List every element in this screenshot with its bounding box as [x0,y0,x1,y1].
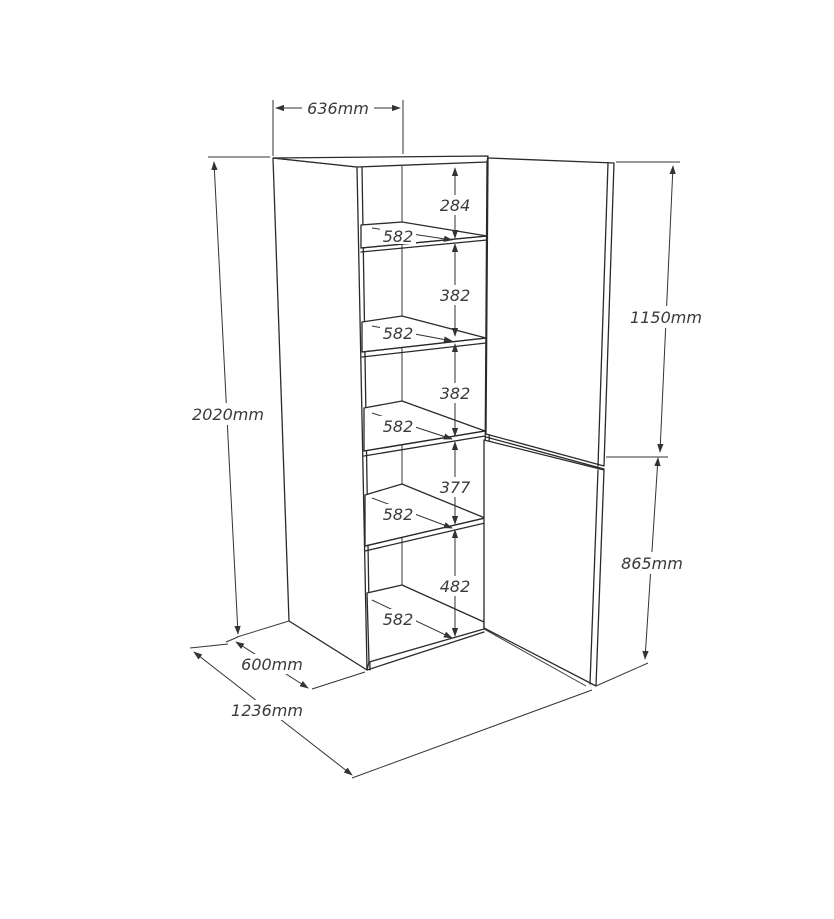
dimension-labels: 636mm 2020mm 1150mm 865mm 600mm 1236mm 2… [186,98,708,720]
doors [483,157,615,687]
lower-door-height-label: 865mm [621,554,683,573]
gap-label-2: 382 [440,286,471,305]
top-width-label: 636mm [307,99,369,118]
total-width-label: 1236mm [231,701,303,720]
depth-label-4: 582 [383,505,414,524]
dimension-lines [189,100,680,779]
depth-label-2: 582 [383,324,414,343]
lower-door [483,439,605,687]
gap-label-4: 377 [440,478,471,497]
depth-label: 600mm [241,655,303,674]
floor-outline [236,620,649,687]
shelf-3 [363,400,486,457]
total-height-label: 2020mm [192,405,264,424]
upper-door [485,157,615,467]
depth-label-5: 582 [383,610,414,629]
left-side-panel [272,157,368,671]
gap-label-1: 284 [440,196,471,215]
gap-label-3: 382 [440,384,471,403]
upper-door-height-label: 1150mm [630,308,702,327]
shelf-1 [360,221,488,253]
depth-label-1: 582 [383,227,414,246]
depth-label-3: 582 [383,417,414,436]
gap-label-5: 482 [440,577,471,596]
cabinet-body [272,155,492,671]
